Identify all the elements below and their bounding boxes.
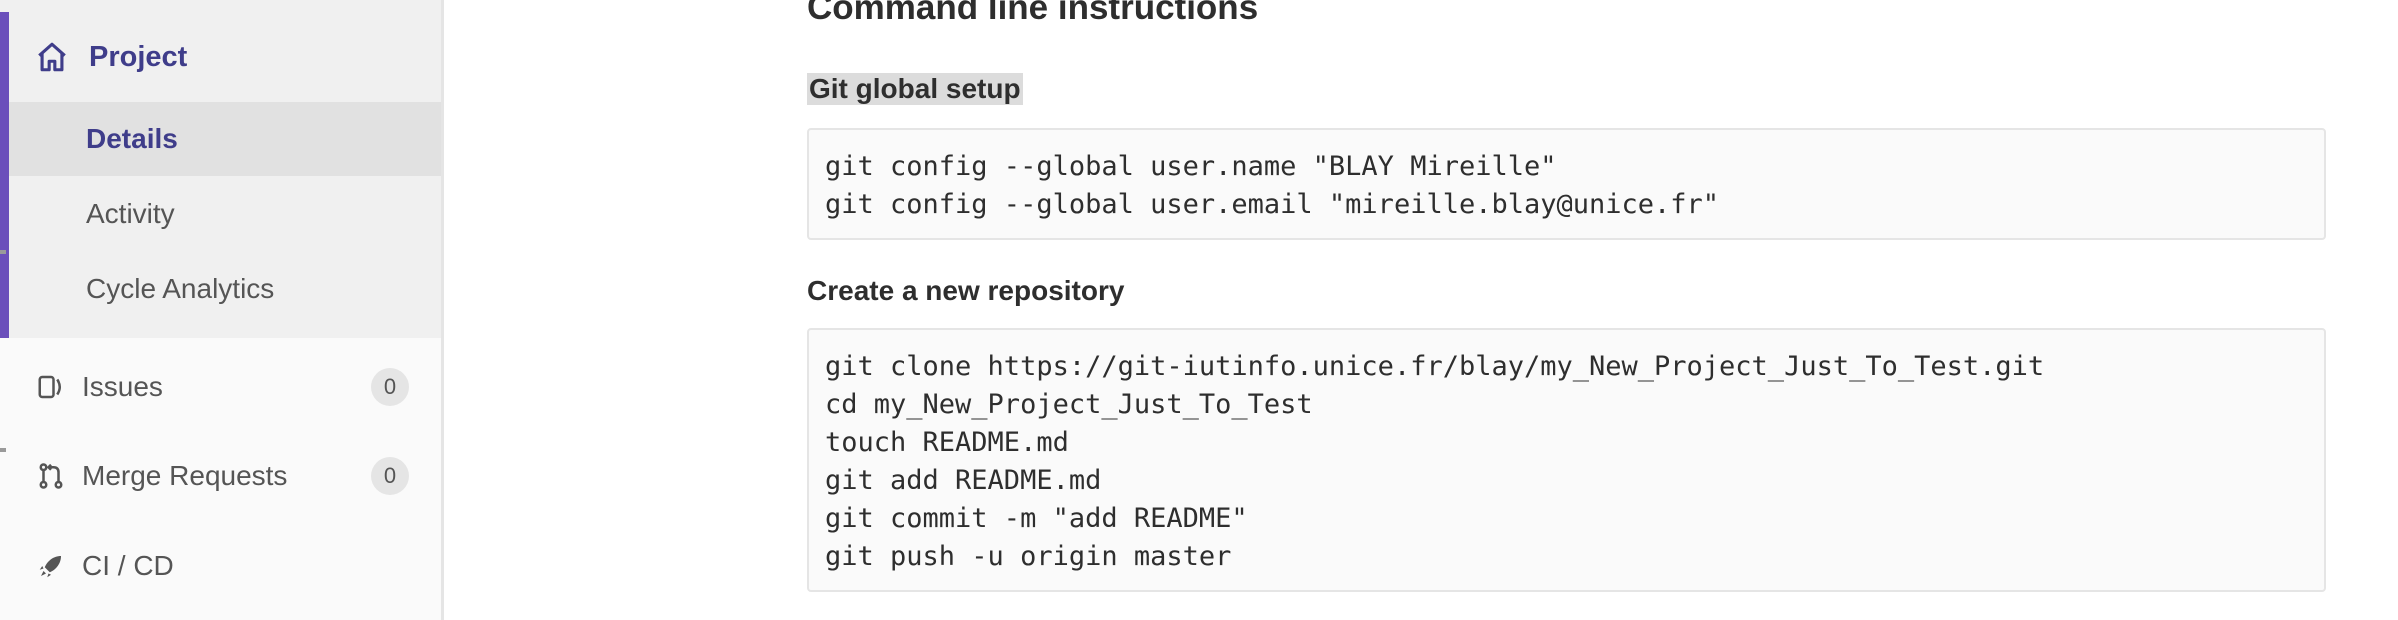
sidebar-item-project[interactable]: Project	[9, 12, 441, 102]
code-line: git push -u origin master	[825, 541, 1232, 572]
sidebar: Project Details Activity Cycle Analytics…	[0, 0, 444, 620]
sidebar-item-issues[interactable]: Issues 0	[0, 344, 441, 430]
sidebar-item-merge-requests[interactable]: Merge Requests 0	[0, 433, 441, 519]
code-line: git commit -m "add README"	[825, 503, 1248, 534]
sidebar-subitem-activity[interactable]: Activity	[9, 177, 441, 251]
sidebar-subitem-label: Activity	[86, 198, 175, 229]
code-line: cd my_New_Project_Just_To_Test	[825, 389, 1313, 420]
background-edge-fragment	[0, 250, 6, 254]
sidebar-item-label: Merge Requests	[82, 460, 288, 491]
sidebar-subitem-details[interactable]: Details	[9, 102, 441, 176]
sidebar-item-ci-cd[interactable]: CI / CD	[0, 523, 441, 609]
code-line: git config --global user.email "mireille…	[825, 189, 1720, 220]
home-icon	[35, 40, 69, 74]
page-title: Command line instructions	[807, 0, 1259, 27]
rocket-icon	[36, 551, 66, 581]
sidebar-subitem-cycle-analytics[interactable]: Cycle Analytics	[9, 252, 441, 326]
code-line: touch README.md	[825, 427, 1069, 458]
merge-request-icon	[36, 461, 66, 491]
sidebar-item-label: CI / CD	[82, 550, 174, 581]
main-content: Command line instructions Git global set…	[447, 0, 2398, 620]
sidebar-subitem-label: Cycle Analytics	[86, 273, 275, 304]
sidebar-top-edge	[0, 0, 441, 12]
sidebar-project-group: Project Details Activity Cycle Analytics	[0, 12, 441, 338]
sidebar-item-label: Issues	[82, 371, 163, 402]
code-line: git config --global user.name "BLAY Mire…	[825, 151, 1557, 182]
issues-icon	[36, 372, 66, 402]
code-line: git add README.md	[825, 465, 1102, 496]
sidebar-item-project-label: Project	[89, 40, 188, 73]
merge-requests-count-badge: 0	[371, 457, 409, 495]
git-global-setup-code[interactable]: git config --global user.name "BLAY Mire…	[807, 128, 2326, 240]
background-edge-fragment	[0, 448, 6, 452]
sidebar-subitem-label: Details	[86, 123, 178, 154]
git-global-setup-heading: Git global setup	[807, 73, 1023, 105]
create-repository-code[interactable]: git clone https://git-iutinfo.unice.fr/b…	[807, 328, 2326, 592]
create-repository-heading: Create a new repository	[807, 275, 1125, 306]
code-line: git clone https://git-iutinfo.unice.fr/b…	[825, 351, 2045, 382]
issues-count-badge: 0	[371, 368, 409, 406]
